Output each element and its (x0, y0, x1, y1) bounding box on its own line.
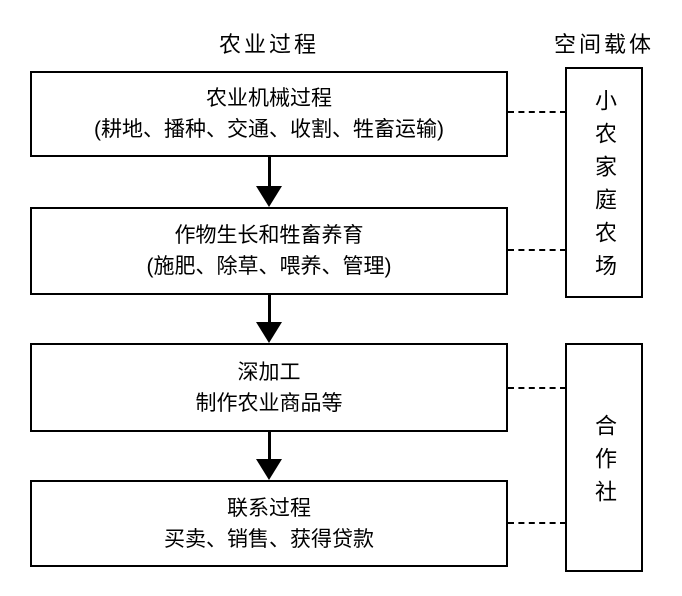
flow-arrow-2-shaft (268, 295, 271, 327)
process-box-subtitle: 制作农业商品等 (195, 391, 343, 415)
flow-arrow-2-down-arrowhead-icon (256, 322, 282, 343)
carrier-box-family-farm: 小农家庭农场 (565, 67, 643, 298)
carrier-box-label: 小农家庭农场 (592, 89, 617, 287)
process-box-subtitle: 买卖、销售、获得贷款 (164, 527, 374, 551)
flow-arrow-3-shaft (268, 432, 271, 464)
process-box-contact-process: 联系过程 买卖、销售、获得贷款 (30, 480, 508, 567)
dashed-connector-crop-growth-to-family-farm (508, 249, 566, 251)
dashed-connector-contact-to-cooperative (508, 522, 566, 524)
process-box-agricultural-machinery: 农业机械过程 (耕地、播种、交通、收割、牲畜运输) (30, 71, 508, 157)
process-box-subtitle: (施肥、除草、喂养、管理) (146, 255, 392, 278)
process-box-crop-growth-livestock: 作物生长和牲畜养育 (施肥、除草、喂养、管理) (30, 207, 508, 295)
process-box-title: 农业机械过程 (206, 87, 332, 110)
right-column-header: 空间载体 (553, 32, 654, 57)
process-box-deep-processing: 深加工 制作农业商品等 (30, 343, 508, 432)
flow-arrow-3-down-arrowhead-icon (256, 459, 282, 480)
process-box-title: 联系过程 (227, 496, 311, 520)
carrier-box-label: 合作社 (592, 413, 617, 513)
carrier-box-cooperative: 合作社 (565, 343, 643, 572)
process-box-subtitle: (耕地、播种、交通、收割、牲畜运输) (94, 118, 444, 141)
left-column-header: 农业过程 (218, 32, 319, 57)
flow-arrow-1-shaft (268, 157, 271, 191)
process-box-title: 作物生长和牲畜养育 (174, 224, 364, 247)
flow-arrow-1-down-arrowhead-icon (256, 186, 282, 207)
dashed-connector-machinery-to-family-farm (508, 111, 566, 113)
process-box-title: 深加工 (237, 360, 301, 384)
dashed-connector-deep-processing-to-cooperative (508, 387, 566, 389)
